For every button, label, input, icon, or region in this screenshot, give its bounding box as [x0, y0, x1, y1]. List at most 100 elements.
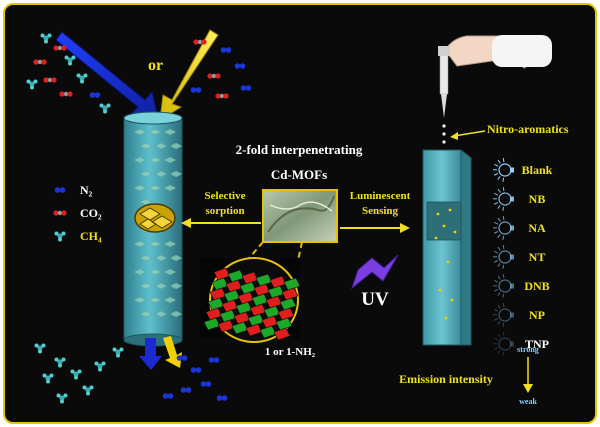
mof-flake — [148, 184, 162, 192]
compound-label: 1 or 1-NH₂ — [265, 346, 316, 358]
analyte-row: NP — [492, 303, 545, 327]
lightbulb-icon — [492, 216, 514, 240]
gas-molecule — [94, 361, 106, 372]
selective-label: Selective — [205, 190, 246, 202]
mof-flake — [148, 156, 162, 164]
gas-molecule — [70, 369, 82, 380]
gas-molecule — [42, 373, 54, 384]
particle — [434, 236, 438, 240]
mof-flake — [154, 142, 168, 150]
gas-molecule — [54, 231, 66, 242]
sensing-label: Sensing — [362, 205, 399, 217]
particle — [436, 212, 440, 216]
gas-molecule — [26, 79, 38, 90]
particle — [448, 208, 452, 212]
mof-flake — [163, 240, 177, 248]
analyte-row: Blank — [492, 158, 553, 182]
particle — [450, 298, 454, 302]
nitro-aromatics-label: Nitro-aromatics — [487, 122, 569, 136]
mof-flake — [169, 142, 183, 150]
legend-item: N₂ — [54, 183, 93, 197]
lightbulb-icon — [492, 158, 514, 182]
mof-flake — [169, 310, 183, 318]
mof-flake — [148, 128, 162, 136]
pipette-hand — [438, 35, 552, 118]
cuvette — [421, 148, 473, 346]
mof-flake — [133, 268, 147, 276]
lattice-cell — [281, 287, 299, 301]
title-line-1: 2-fold interpenetrating — [236, 142, 363, 157]
mof-flake — [154, 310, 168, 318]
adsorption-column — [123, 111, 183, 347]
lightbulb-icon — [492, 245, 514, 269]
lightbulb-icon — [492, 303, 514, 327]
mof-flake — [154, 282, 168, 290]
analyte-label: Blank — [522, 163, 553, 177]
mof-flake — [133, 156, 147, 164]
analyte-row: TNP — [492, 332, 549, 356]
gas-molecule — [162, 393, 174, 399]
mof-flake — [139, 170, 153, 178]
gas-molecule — [176, 355, 188, 361]
analyte-label: NP — [529, 308, 545, 322]
mof-flake — [148, 240, 162, 248]
gas-molecule — [240, 85, 252, 91]
gas-molecules-top — [26, 33, 252, 114]
mof-flake — [154, 254, 168, 262]
mof-flake — [139, 254, 153, 262]
outflow-blue-arrow — [139, 338, 162, 370]
title-line-2: Cd-MOFs — [271, 167, 327, 182]
particle — [444, 316, 448, 320]
sorption-label: sorption — [205, 205, 244, 217]
gas-molecule — [207, 73, 221, 79]
lattice-cell — [277, 307, 295, 321]
gas-molecule — [53, 45, 67, 51]
lattice-structure — [203, 267, 301, 341]
gas-molecule — [190, 87, 202, 93]
lattice-cell — [275, 317, 293, 331]
lightbulb-icon — [492, 332, 514, 356]
gas-molecule — [99, 103, 111, 114]
gas-molecule — [180, 387, 192, 393]
mof-flake — [169, 254, 183, 262]
analyte-label: NB — [529, 192, 546, 206]
selective-sorption-arrow — [181, 218, 261, 228]
mof-flake — [139, 142, 153, 150]
gas-molecule — [112, 347, 124, 358]
particle — [453, 230, 457, 234]
mof-flake — [154, 170, 168, 178]
mof-flake — [163, 268, 177, 276]
or-label: or — [148, 57, 163, 74]
particle — [446, 260, 450, 264]
gas-molecule — [34, 343, 46, 354]
outflow-yellow-arrow — [163, 336, 182, 368]
mof-flake — [163, 184, 177, 192]
lattice-cell — [273, 327, 291, 341]
legend-item: CO₂ — [53, 206, 102, 220]
gas-molecule — [54, 357, 66, 368]
lattice-cell — [283, 277, 301, 291]
analyte-row: NB — [492, 187, 546, 211]
analyte-label: TNP — [525, 337, 549, 351]
cuvette-particles — [434, 208, 457, 320]
legend-label: CO₂ — [80, 206, 102, 220]
mof-flake — [133, 240, 147, 248]
lightbulb-icon — [492, 274, 514, 298]
gas-molecule — [64, 55, 76, 66]
intensity-scale-arrow — [523, 357, 533, 393]
mof-flake — [163, 128, 177, 136]
gas-molecule — [33, 59, 47, 65]
analyte-label: NA — [528, 221, 546, 235]
analyte-pointer-arrow — [450, 130, 486, 140]
analyte-row: NA — [492, 216, 546, 240]
analyte-label: DNB — [524, 279, 549, 293]
mof-flake — [163, 156, 177, 164]
emission-intensity-label: Emission intensity — [399, 372, 493, 386]
framework-structure-inset — [200, 257, 301, 343]
gas-molecule — [89, 92, 101, 98]
scale-strong-label: strong — [517, 345, 539, 354]
particle — [438, 288, 442, 292]
mof-flake — [139, 310, 153, 318]
gas-molecule — [216, 395, 228, 401]
